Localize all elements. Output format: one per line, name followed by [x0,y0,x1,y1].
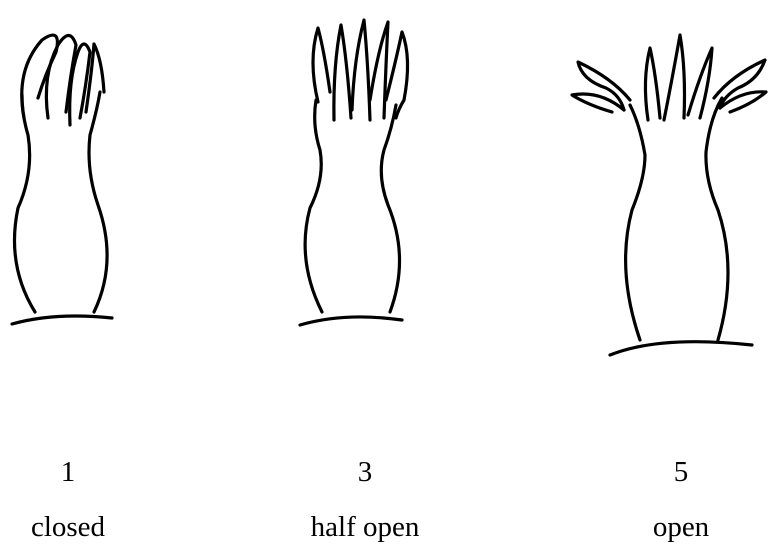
stage-1-number: 1 [0,458,168,487]
polyp-closed-body-left [14,95,35,312]
polyp-open-body-left [626,105,645,340]
polyp-open-tentacle-right-1 [714,60,765,108]
polyp-open-body-right [706,98,728,340]
polyp-half-open-body-right [381,105,399,312]
stage-3-label: half open [265,513,465,542]
stage-5-label: open [581,513,769,542]
polyp-half-open-body-left [305,100,322,312]
polyp-open-base [610,342,752,355]
polyp-half-open-tentacle-3 [352,20,370,120]
stage-3-number: 3 [265,458,465,487]
polyp-closed-drawing [12,35,112,324]
polyp-open-tentacle-center-1 [645,48,660,120]
polyp-closed-tentacle-outer-left [22,35,58,118]
stage-5-number: 5 [581,458,769,487]
polyp-open-tentacle-center-2 [664,35,685,120]
polyp-half-open-tentacle-2 [334,25,351,120]
stage-1-label: closed [0,513,168,542]
polyp-open-drawing [572,35,766,355]
polyp-half-open-tentacle-4 [370,22,388,118]
polyp-closed-base [12,316,112,324]
polyp-closed-body-right [89,92,107,312]
polyp-half-open-tentacle-1 [313,28,330,102]
polyp-half-open-base [300,317,402,325]
polyp-half-open-drawing [300,20,408,325]
polyp-open-tentacle-center-3 [688,48,712,118]
